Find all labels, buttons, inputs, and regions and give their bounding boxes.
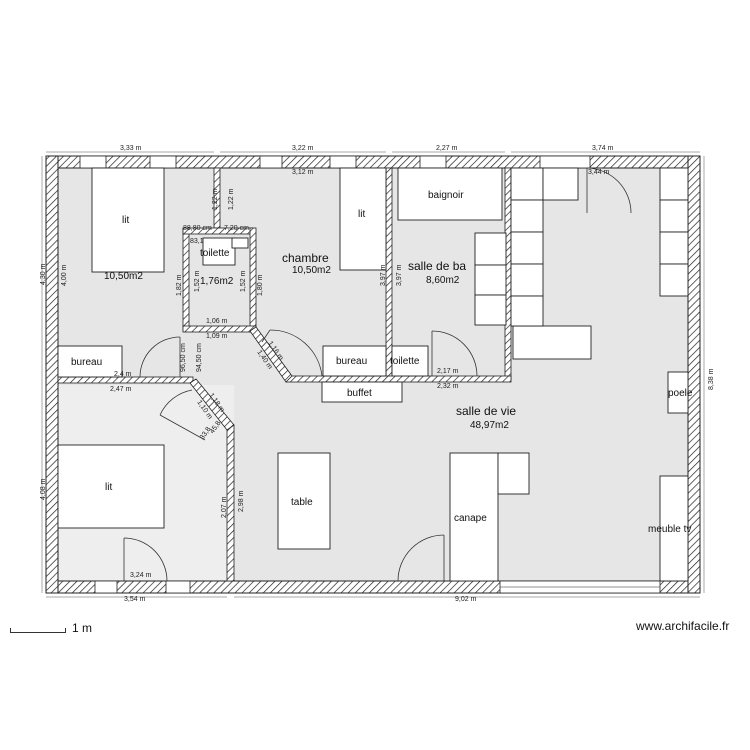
dim-mid-v2: 2,98 m (238, 490, 245, 512)
dim-bottom1b: 3,24 m (130, 572, 152, 579)
dim-wc-w3: 83,1 (190, 238, 204, 245)
dim-top3: 2,27 m (436, 145, 458, 152)
bed-1 (91, 167, 165, 273)
bed-2 (57, 444, 165, 529)
dim-right1: 8,38 m (708, 368, 715, 390)
dim-hall1: 96,50 cm (180, 343, 187, 372)
diagonal-wall-chambre (249, 326, 293, 383)
dim-bottom2: 9,02 m (455, 596, 477, 603)
dim-bath-b1: 2,17 m (437, 368, 459, 375)
label-bed-1: lit (122, 215, 129, 226)
label-buffet: buffet (347, 388, 372, 399)
dim-top4b: 3,44 m (588, 169, 610, 176)
brand-link[interactable]: www.archifacile.fr (636, 619, 730, 633)
label-toilet-wc: toilette (200, 248, 230, 259)
dim-wc-bottom: 1,06 m (206, 318, 228, 325)
dim-top1: 3,33 m (120, 145, 142, 152)
dim-wc-h4: 1,80 m (257, 274, 264, 296)
sink-bath (391, 345, 429, 377)
bath-counter (512, 325, 592, 360)
desk-chambre (322, 345, 387, 377)
dim-ch-right1: 3,97 m (380, 264, 387, 286)
room-area-wc: 1,76m2 (200, 276, 234, 287)
dim-mid-v1: 2,07 m (221, 496, 228, 518)
label-bed-2-top: lit (105, 482, 112, 493)
room-name-living: salle de vie (456, 404, 516, 418)
label-canape: canape (454, 513, 487, 524)
dim-wc-w2: 7,20 cm (224, 225, 249, 232)
dim-wc-w1: 88,80 cm (183, 225, 212, 232)
scale-label: 1 m (72, 621, 93, 635)
label-sink-bath: toilette (390, 356, 420, 367)
label-desk-chambre: bureau (336, 356, 367, 367)
scale-bar (10, 628, 66, 633)
dim-left1b: 4,00 m (61, 264, 68, 286)
dim-top2: 3,22 m (292, 145, 314, 152)
room-name-bath: salle de ba (408, 259, 466, 273)
meuble-tv (659, 475, 689, 582)
interior-walls (57, 167, 512, 582)
room-area-chambre: 10,50m2 (292, 265, 331, 276)
label-bathtub: baignoir (428, 190, 464, 201)
table (277, 452, 331, 550)
dim-top4: 3,74 m (592, 145, 614, 152)
dim-wc-top2: 1,22 m (228, 188, 235, 210)
label-table: table (291, 497, 313, 508)
furniture (57, 167, 689, 582)
dim-bath-b2: 2,32 m (437, 383, 459, 390)
toilet-wc (202, 237, 236, 266)
label-poele: poele (668, 388, 693, 399)
buffet (321, 381, 403, 403)
room-area-bedroom1: 10,50m2 (104, 271, 143, 282)
dim-ch-right2: 3,97 m (396, 264, 403, 286)
dim-wc-h3: 1,52 m (240, 270, 247, 292)
bed-chambre (339, 167, 387, 271)
dimension-lines (41, 151, 705, 598)
desk-1 (57, 345, 123, 378)
dim-wc-h2: 1,52 m (194, 270, 201, 292)
label-meuble: meuble tv (648, 524, 691, 535)
label-desk-1: bureau (71, 357, 102, 368)
poele (667, 371, 689, 414)
side-table (497, 452, 530, 495)
dim-left1: 4,30 m (40, 263, 47, 285)
dim-top2b: 3,12 m (292, 169, 314, 176)
cabinet-blocks (474, 167, 689, 327)
dim-bed2-t2: 2,47 m (110, 386, 132, 393)
dim-bed2-t1: 2,4 m (114, 371, 132, 378)
diagonal-wall-bedroom2 (189, 378, 235, 431)
door-swings (123, 167, 632, 582)
dim-wc-top1: 1,22 m (212, 188, 219, 210)
room-area-bath: 8,60m2 (426, 275, 460, 286)
label-bed-chambre: lit (358, 209, 365, 220)
dim-wc-h1: 1,82 m (176, 274, 183, 296)
dim-bottom1: 3,54 m (124, 596, 146, 603)
dim-left2: 4,08 m (40, 478, 47, 500)
toilet-wc-inner (231, 237, 249, 249)
bathtub (397, 167, 503, 221)
room-name-chambre: chambre (282, 251, 329, 265)
canape (449, 452, 499, 582)
dim-wc-bottom2: 1,09 m (206, 333, 228, 340)
room-area-living: 48,97m2 (470, 420, 509, 431)
dim-hall2: 94,50 cm (196, 343, 203, 372)
